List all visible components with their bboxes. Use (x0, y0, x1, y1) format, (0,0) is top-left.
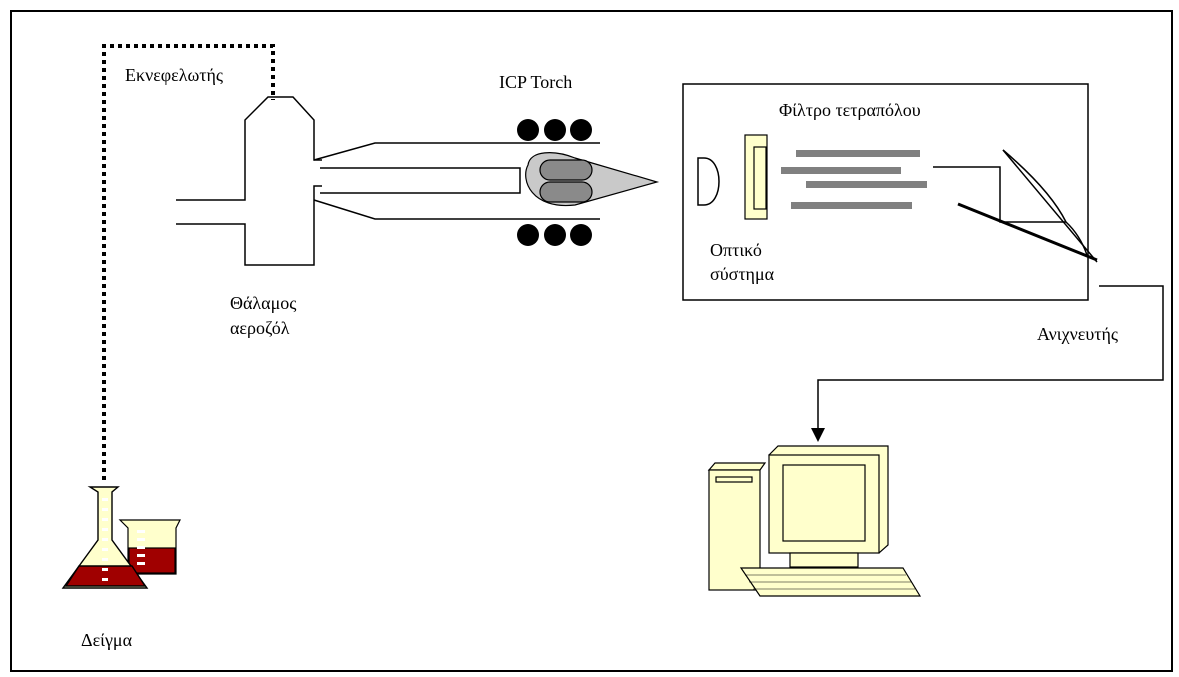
label-chamber-line1: Θάλαμος (230, 293, 297, 313)
icp-torch (313, 142, 600, 220)
label-chamber-line2: αεροζόλ (230, 318, 290, 338)
label-nebulizer: Εκνεφελωτής (125, 65, 224, 85)
computer-icon (707, 445, 922, 597)
ion-lens-icon (744, 134, 768, 220)
interface-cone (697, 157, 720, 206)
flask-icon (61, 486, 149, 589)
label-optics-line1: Οπτικό (710, 240, 762, 260)
diagram-frame (10, 10, 1173, 672)
nebulizer-tube-dotted (102, 44, 275, 480)
quadrupole-rods-icon (781, 150, 927, 209)
label-quadrupole-filter: Φίλτρο τετραπόλου (779, 100, 921, 120)
label-sample: Δείγμα (81, 630, 133, 650)
signal-arrowhead (811, 428, 825, 442)
spray-chamber (176, 96, 322, 266)
beaker-icon (118, 519, 181, 575)
mass-spectrometer-box (682, 83, 1089, 301)
detector-icon (817, 149, 1164, 430)
label-optics-line2: σύστημα (710, 264, 775, 284)
plasma-icon (525, 152, 660, 207)
label-detector: Ανιχνευτής (1037, 324, 1119, 344)
label-icp-torch: ICP Torch (499, 72, 573, 92)
rf-coil-icon (517, 119, 592, 246)
